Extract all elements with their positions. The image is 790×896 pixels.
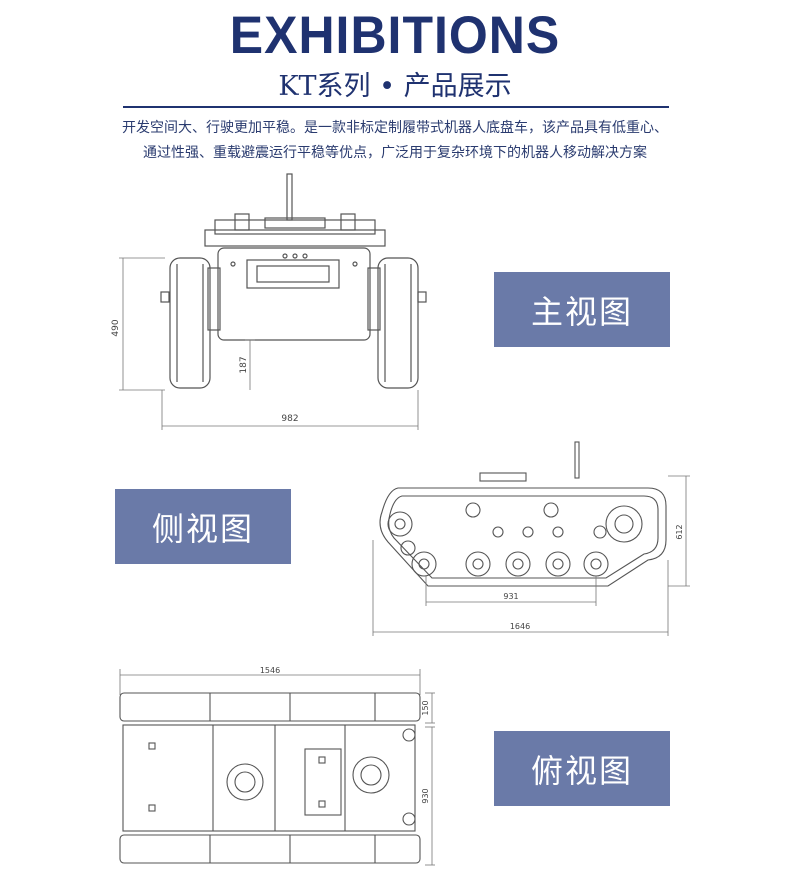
top-view-drawing: 1546 150 930 (119, 666, 435, 866)
side-view-label: 侧视图 (115, 489, 291, 564)
page-title: EXHIBITIONS (229, 5, 561, 65)
dim-side-wheelbase: 931 (503, 592, 518, 601)
title-divider (123, 106, 669, 108)
dim-side-length: 1646 (510, 622, 530, 631)
dim-top-width: 930 (421, 788, 430, 803)
description-line-2: 通过性强、重载避震运行平稳等优点，广泛用于复杂环境下的机器人移动解决方案 (143, 145, 647, 161)
description-line-1: 开发空间大、行驶更加平稳。是一款非标定制履带式机器人底盘车，该产品具有低重心、 (122, 120, 668, 136)
front-view-drawing: 490 187 982 (111, 173, 427, 430)
page-subtitle: KT系列 • 产品展示 (278, 71, 512, 102)
top-view-label: 俯视图 (494, 731, 670, 806)
dim-side-height: 612 (675, 524, 684, 539)
product-description: 开发空间大、行驶更加平稳。是一款非标定制履带式机器人底盘车，该产品具有低重心、 … (60, 116, 730, 166)
front-view-label: 主视图 (494, 272, 670, 347)
dim-front-clearance: 187 (239, 356, 249, 373)
dim-front-width: 982 (281, 414, 298, 424)
dim-front-height: 490 (111, 319, 121, 336)
dim-top-track: 150 (421, 700, 430, 715)
dim-top-length: 1546 (260, 666, 280, 675)
side-view-drawing: 612 931 1646 (372, 441, 690, 636)
